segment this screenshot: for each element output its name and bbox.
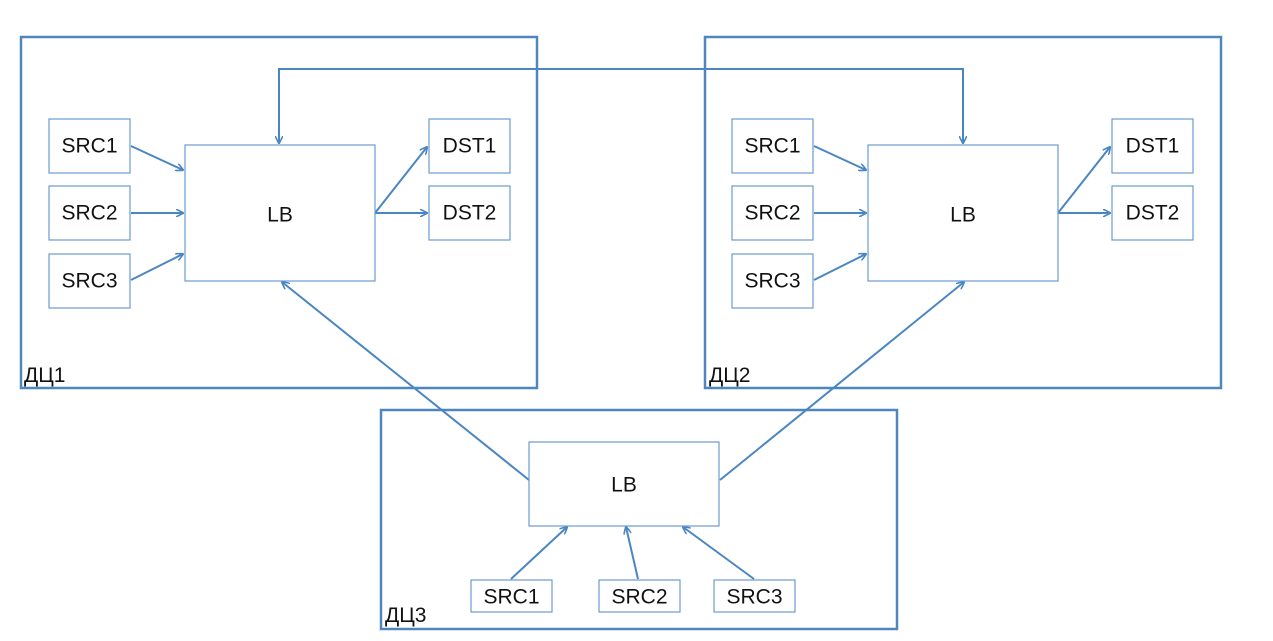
edge-dc3-src3-to-lb [683, 527, 755, 580]
node-label: SRC2 [611, 586, 667, 609]
node-dc1-src2: SRC2 [48, 185, 131, 241]
node-box [428, 185, 511, 241]
node-box [1111, 185, 1194, 241]
node-label: SRC1 [744, 135, 800, 158]
edge-dc3-lb-to-dc1-lb [282, 282, 530, 481]
node-box [713, 579, 796, 613]
node-box [470, 579, 553, 613]
node-dc1-dst2: DST2 [428, 185, 511, 241]
edge-dc2-src3-to-lb [813, 254, 866, 281]
node-dc2-dst1: DST1 [1111, 118, 1194, 174]
edge-dc3-src2-to-lb [626, 527, 639, 580]
node-box [528, 441, 720, 527]
edge-dc1-src1-to-lb [130, 145, 183, 170]
node-dc1-dst1: DST1 [428, 118, 511, 174]
node-box [731, 253, 814, 309]
node-label: SRC1 [483, 586, 539, 609]
dc1-frame [19, 35, 539, 390]
node-box [598, 579, 681, 613]
edges [130, 68, 1110, 580]
dc2-label: ДЦ2 [709, 364, 750, 387]
node-dc2-src2: SRC2 [731, 185, 814, 241]
node-label: SRC3 [726, 586, 782, 609]
node-dc2-dst2: DST2 [1111, 185, 1194, 241]
edge-dc1-src3-to-lb [130, 254, 183, 281]
node-label: SRC2 [744, 202, 800, 225]
node-dc2-src3: SRC3 [731, 253, 814, 309]
edge-dc3-src1-to-lb [510, 527, 567, 580]
node-label: DST2 [443, 202, 497, 225]
node-dc1-src1: SRC1 [48, 118, 131, 174]
node-label: SRC3 [61, 270, 117, 293]
datacenter-dc3: ДЦ3 [379, 408, 899, 631]
node-dc3-src3: SRC3 [713, 579, 796, 613]
edge-dc1-lb-dc2-lb-bidirectional [279, 68, 963, 143]
node-box [48, 185, 131, 241]
node-label: DST1 [443, 135, 497, 158]
nodes: SRC1 SRC2 SRC3 LB DST1 DST2 SRC1 [48, 118, 1194, 613]
node-label: SRC2 [61, 202, 117, 225]
dc2-frame [703, 35, 1223, 390]
dc3-label: ДЦ3 [385, 604, 426, 627]
node-dc2-lb: LB [867, 144, 1059, 282]
node-box [867, 144, 1059, 282]
node-label: LB [950, 204, 976, 227]
node-label: LB [267, 204, 293, 227]
dc3-frame [379, 408, 899, 631]
node-box [428, 118, 511, 174]
edge-dc1-lb-to-dst1 [374, 147, 427, 214]
node-dc1-lb: LB [184, 144, 376, 282]
node-label: DST1 [1126, 135, 1180, 158]
node-box [184, 144, 376, 282]
node-label: LB [611, 474, 637, 497]
node-dc2-src1: SRC1 [731, 118, 814, 174]
edge-dc2-lb-to-dst1 [1057, 147, 1110, 214]
node-dc3-src1: SRC1 [470, 579, 553, 613]
datacenter-dc1: ДЦ1 [19, 35, 539, 390]
node-box [48, 253, 131, 309]
node-label: DST2 [1126, 202, 1180, 225]
node-label: SRC3 [744, 270, 800, 293]
edge-dc3-lb-to-dc2-lb [719, 282, 964, 481]
node-box [731, 185, 814, 241]
node-box [731, 118, 814, 174]
node-label: SRC1 [61, 135, 117, 158]
node-dc1-src3: SRC3 [48, 253, 131, 309]
node-box [48, 118, 131, 174]
node-dc3-lb: LB [528, 441, 720, 527]
datacenter-dc2: ДЦ2 [703, 35, 1223, 390]
edge-dc2-src1-to-lb [813, 145, 866, 170]
node-box [1111, 118, 1194, 174]
node-dc3-src2: SRC2 [598, 579, 681, 613]
dc1-label: ДЦ1 [24, 364, 65, 387]
